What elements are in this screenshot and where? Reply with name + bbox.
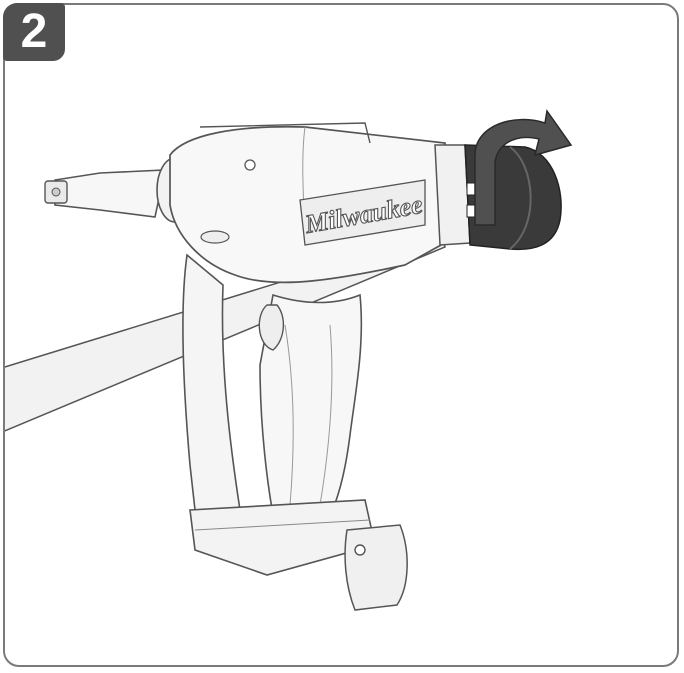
step-badge: 2: [3, 3, 65, 61]
nose-piece: [54, 169, 166, 218]
rotation-arrow-icon: [474, 109, 573, 226]
clip-screw: [354, 544, 366, 556]
rear-strut: [182, 253, 241, 511]
belt-clip: [344, 524, 408, 611]
instruction-panel: Milwaukee: [3, 3, 679, 667]
step-number: 2: [20, 5, 48, 58]
grip-handle: [259, 293, 363, 526]
trigger: [258, 304, 284, 351]
battery-foot: [189, 499, 376, 576]
illustration: Milwaukee: [5, 109, 573, 611]
logo-plate: [299, 179, 426, 246]
